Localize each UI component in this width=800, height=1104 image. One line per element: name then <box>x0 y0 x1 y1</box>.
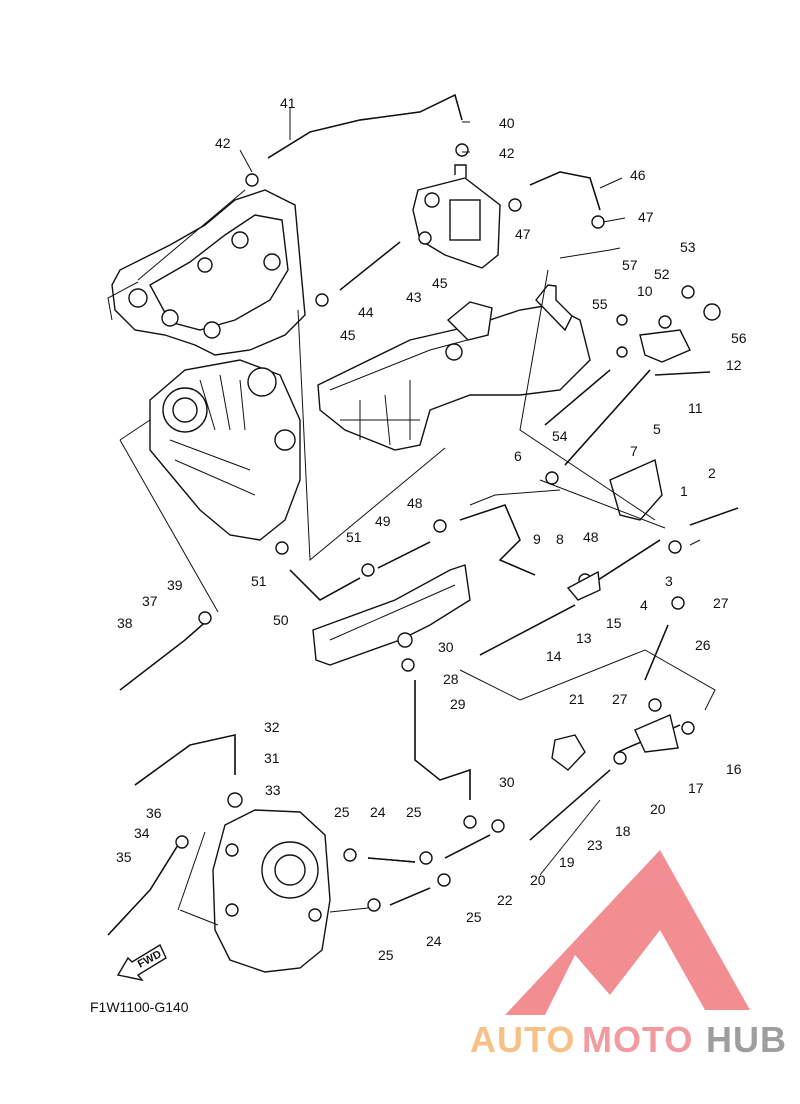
callout-label: 22 <box>497 892 513 908</box>
callout-label: 40 <box>499 115 515 131</box>
callout-label: 3 <box>665 573 673 589</box>
callout-label: 24 <box>426 933 442 949</box>
watermark-auto: AUTO <box>470 1019 575 1060</box>
leader-lines <box>107 108 716 926</box>
callout-labels: 41 40 42 42 46 47 47 45 43 44 45 53 57 5… <box>116 95 747 963</box>
callout-label: 20 <box>650 801 666 817</box>
callout-label: 25 <box>406 804 422 820</box>
callout-label: 30 <box>499 774 515 790</box>
callout-label: 48 <box>407 495 423 511</box>
callout-label: 33 <box>265 782 281 798</box>
callout-label: 47 <box>638 209 654 225</box>
hoses <box>107 94 739 936</box>
callout-label: 6 <box>514 448 522 464</box>
callout-label: 39 <box>167 577 183 593</box>
callout-label: 29 <box>450 696 466 712</box>
callout-label: 20 <box>530 872 546 888</box>
callout-label: 48 <box>583 529 599 545</box>
callout-label: 27 <box>612 691 628 707</box>
watermark-moto: MOTO <box>582 1019 693 1060</box>
callout-label: 43 <box>406 289 422 305</box>
callout-label: 14 <box>546 648 562 664</box>
callout-label: 31 <box>264 750 280 766</box>
triangle-logo-icon <box>505 850 750 1015</box>
watermark-hub: HUB <box>706 1019 787 1060</box>
callout-label: 16 <box>726 761 742 777</box>
callout-label: 28 <box>443 671 459 687</box>
callout-label: 11 <box>688 400 703 416</box>
callout-label: 42 <box>215 135 231 151</box>
callout-label: 23 <box>587 837 603 853</box>
callout-label: 13 <box>576 630 592 646</box>
callout-label: 7 <box>630 443 638 459</box>
callout-label: 32 <box>264 719 280 735</box>
exhaust-chamber <box>317 284 591 451</box>
callout-label: 25 <box>378 947 394 963</box>
automotohub-watermark: AUTO MOTO HUB <box>470 850 787 1060</box>
callout-label: 38 <box>117 615 133 631</box>
callout-label: 5 <box>653 421 661 437</box>
forward-arrow-icon: FWD <box>116 943 167 982</box>
callout-label: 25 <box>466 909 482 925</box>
callout-label: 15 <box>606 615 622 631</box>
callout-label: 45 <box>340 327 356 343</box>
callout-label: 4 <box>640 597 648 613</box>
callout-label: 51 <box>346 529 362 545</box>
callout-label: 44 <box>358 304 374 320</box>
diagram-code: F1W1100-G140 <box>90 999 189 1015</box>
callout-label: 2 <box>708 465 716 481</box>
callout-label: 36 <box>146 805 162 821</box>
callout-label: 21 <box>569 691 585 707</box>
callout-label: 37 <box>142 593 158 609</box>
callout-label: 52 <box>654 266 670 282</box>
fittings <box>175 143 721 912</box>
callout-label: 30 <box>438 639 454 655</box>
callout-label: 10 <box>637 283 653 299</box>
callout-label: 50 <box>273 612 289 628</box>
callout-label: 55 <box>592 296 608 312</box>
callout-label: 18 <box>615 823 631 839</box>
lower-engine-block <box>212 809 331 973</box>
callout-label: 49 <box>375 513 391 529</box>
callout-label: 42 <box>499 145 515 161</box>
exhaust-manifold <box>111 189 306 356</box>
callout-label: 53 <box>680 239 696 255</box>
callout-label: 12 <box>726 357 742 373</box>
callout-label: 54 <box>552 428 568 444</box>
callout-label: 41 <box>280 95 296 111</box>
callout-label: 35 <box>116 849 132 865</box>
callout-label: 17 <box>688 780 704 796</box>
callout-label: 56 <box>731 330 747 346</box>
callout-label: 27 <box>713 595 729 611</box>
callout-label: 24 <box>370 804 386 820</box>
cylinder-head <box>149 359 301 541</box>
callout-label: 8 <box>556 531 564 547</box>
callout-label: 25 <box>334 804 350 820</box>
callout-label: 45 <box>432 275 448 291</box>
callout-label: 46 <box>630 167 646 183</box>
water-lock <box>312 564 471 666</box>
callout-label: 26 <box>695 637 711 653</box>
mounting-bracket <box>412 164 501 269</box>
callout-label: 19 <box>559 854 575 870</box>
callout-label: 9 <box>533 531 541 547</box>
callout-label: 1 <box>680 483 688 499</box>
callout-label: 47 <box>515 226 531 242</box>
callout-label: 51 <box>251 573 267 589</box>
callout-label: 34 <box>134 825 150 841</box>
callout-label: 57 <box>622 257 638 273</box>
